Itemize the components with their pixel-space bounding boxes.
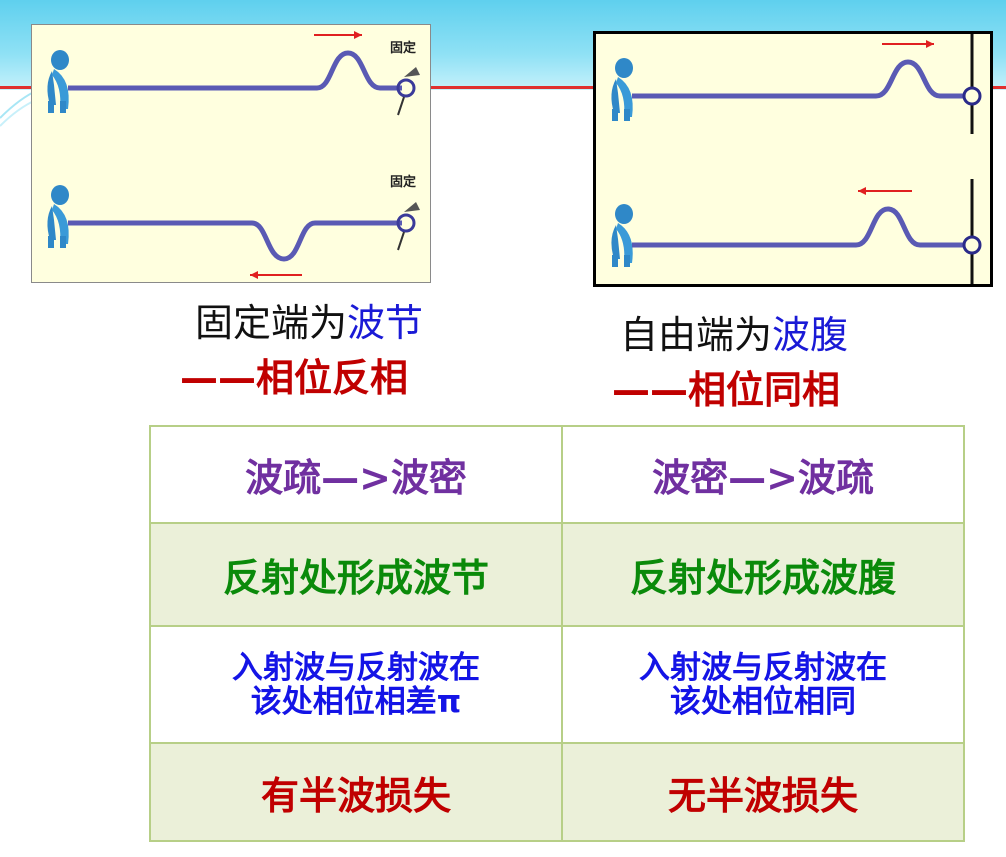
rope-top <box>632 59 964 99</box>
fixed-label-top: 固定 <box>390 41 417 56</box>
free-end-subtitle: ——相位同相 <box>612 368 841 412</box>
arrow-left <box>858 187 912 195</box>
figure-bottom <box>611 204 633 267</box>
rope-bottom <box>632 206 964 248</box>
arrow-left <box>250 271 302 279</box>
free-caption-prefix: 自由端为 <box>620 313 773 357</box>
table-cell-r2-right: 反射处形成波腹 <box>563 524 963 627</box>
arrow-right <box>882 40 934 48</box>
free-end-caption: 自由端为波腹 <box>620 312 848 358</box>
rope-bottom <box>68 220 402 262</box>
figure-top <box>611 58 633 121</box>
free-ring-top <box>962 34 982 134</box>
table-cell-r4-right: 无半波损失 <box>563 744 963 840</box>
free-caption-highlight: 波腹 <box>772 313 849 357</box>
free-ring-bottom <box>962 179 982 284</box>
fixed-caption-highlight: 波节 <box>347 301 424 345</box>
table-cell-r1-left: 波疏—>波密 <box>151 427 563 524</box>
rope-top <box>68 50 402 91</box>
fixed-label-bottom: 固定 <box>390 175 417 190</box>
fixed-end-diagram-panel: 固定 固定 <box>31 24 431 283</box>
table-cell-r3-left-line1: 入射波与反射波在 <box>232 649 480 686</box>
table-cell-r4-left: 有半波损失 <box>151 744 563 840</box>
table-cell-r2-left: 反射处形成波节 <box>151 524 563 627</box>
table-cell-r3-left: 入射波与反射波在 该处相位相差π <box>151 627 563 744</box>
arrow-right <box>314 31 362 39</box>
wall-pin-bottom <box>396 202 420 251</box>
header-red-line <box>0 86 1006 89</box>
table-cell-r3-left-line2: 该处相位相差π <box>250 683 462 720</box>
fixed-end-caption: 固定端为波节 <box>195 300 423 346</box>
fixed-end-subtitle: ——相位反相 <box>180 356 409 400</box>
comparison-table: 波疏—>波密 波密—>波疏 反射处形成波节 反射处形成波腹 入射波与反射波在 该… <box>149 425 965 842</box>
table-cell-r3-right-line2: 该处相位相同 <box>670 683 856 720</box>
free-end-diagram-panel <box>593 31 993 287</box>
fixed-caption-prefix: 固定端为 <box>195 301 348 345</box>
table-cell-r1-right: 波密—>波疏 <box>563 427 963 524</box>
wall-pin-top <box>396 67 420 116</box>
figure-top <box>47 50 69 113</box>
figure-bottom <box>47 185 69 248</box>
table-cell-r3-right-line1: 入射波与反射波在 <box>639 649 887 686</box>
table-cell-r3-right: 入射波与反射波在 该处相位相同 <box>563 627 963 744</box>
